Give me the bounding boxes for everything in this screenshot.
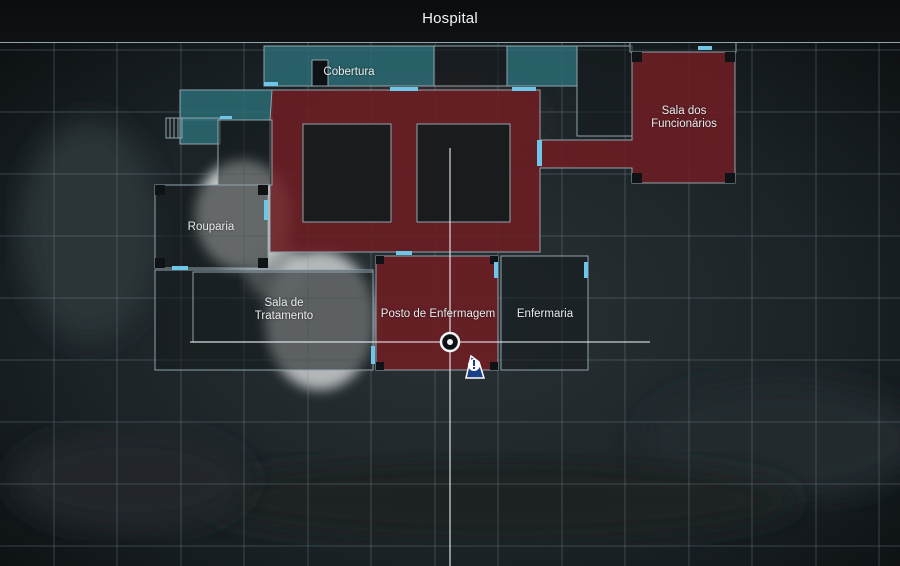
- label-sala-dos-funcionarios: Sala dos Funcionários: [651, 105, 717, 130]
- doors: [172, 46, 712, 364]
- stair-pillar: [311, 59, 329, 87]
- roof-cobertura: [263, 45, 435, 87]
- room-rouparia[interactable]: [154, 184, 269, 269]
- room-enfermaria[interactable]: [500, 255, 589, 371]
- room-top-right: [576, 45, 633, 137]
- label-rouparia: Rouparia: [187, 221, 235, 233]
- room-top-mid: [433, 45, 508, 87]
- exclamation-marker-icon[interactable]: [465, 354, 486, 379]
- label-sala-de-tratamento: Sala de Tratamento: [254, 297, 314, 322]
- wall-notches: [155, 52, 735, 370]
- inner-room-left: [302, 123, 392, 223]
- title-bar: Hospital: [0, 0, 900, 43]
- unexplored-areas: [154, 39, 737, 371]
- map-title: Hospital: [422, 10, 478, 27]
- label-cobertura: Cobertura: [323, 66, 375, 78]
- roof-areas: [165, 45, 578, 145]
- roof-left-lower: [179, 117, 221, 145]
- explored-areas: [269, 51, 736, 371]
- label-enfermaria: Enfermaria: [516, 308, 574, 320]
- player-location-icon[interactable]: [439, 331, 461, 353]
- crosshair: [190, 148, 650, 566]
- room-left-upper: [217, 119, 273, 186]
- label-posto-de-enfermagem: Posto de Enfermagem: [380, 308, 496, 320]
- inner-room-right: [416, 123, 511, 223]
- room-sala-de-tratamento[interactable]: [154, 269, 374, 371]
- room-posto-de-enfermagem[interactable]: [375, 255, 499, 371]
- roof-top-right: [506, 45, 578, 87]
- roof-left: [179, 89, 273, 121]
